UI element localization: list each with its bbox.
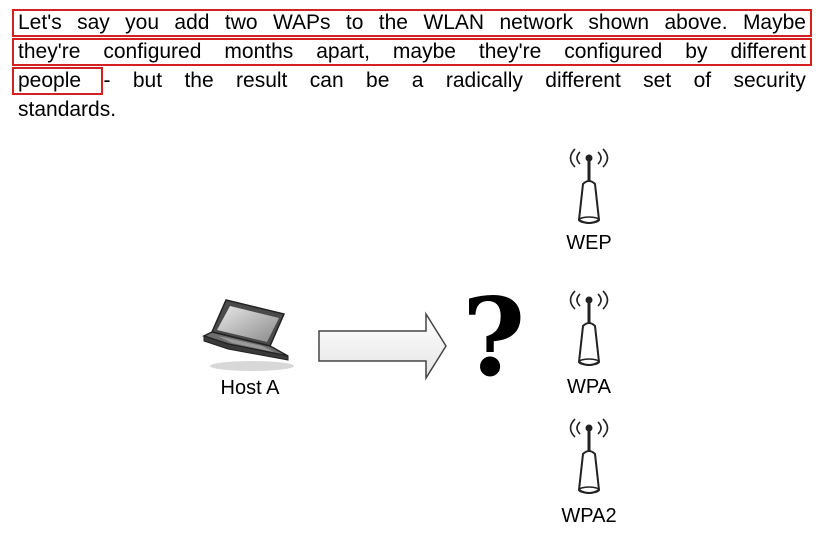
paragraph-word: of [693, 69, 712, 92]
paragraph-word: configured [103, 40, 202, 63]
paragraph-word: - [103, 69, 111, 92]
laptop-icon [202, 299, 294, 371]
paragraph-word: apart, [316, 40, 370, 63]
paragraph-word: say [77, 11, 110, 34]
access-point-label-wpa: WPA [566, 376, 612, 398]
question-mark: ? [462, 275, 526, 401]
highlight-box-line-2 [12, 38, 812, 66]
paragraph-line-4: standards. [18, 98, 117, 121]
paragraph-word: maybe [392, 40, 456, 63]
paragraph-word: network [499, 11, 573, 34]
arrow-icon [318, 311, 447, 381]
paragraph-word: by [685, 40, 708, 63]
paragraph-word: a [411, 69, 424, 92]
paragraph-word: to [345, 11, 364, 34]
paragraph-word: Maybe [742, 11, 806, 34]
paragraph-line-2: they're configured months apart, maybe they'r… [18, 39, 806, 65]
paragraph-word: security [733, 69, 806, 92]
paragraph-word: shown [588, 11, 650, 34]
paragraph-word: radically [445, 69, 523, 92]
paragraph-word: set [643, 69, 672, 92]
paragraph-word: but [132, 69, 163, 92]
access-point-label-wpa2: WPA2 [561, 505, 617, 527]
paragraph-word: the [184, 69, 214, 92]
paragraph-word: WAPs [272, 11, 331, 34]
paragraph-word: months [224, 40, 294, 63]
paragraph-word: they're [18, 40, 81, 63]
paragraph-word: two [224, 11, 258, 34]
paragraph-word: result [236, 69, 288, 92]
paragraph-word: the [378, 11, 408, 34]
paragraph-word: you [125, 11, 160, 34]
paragraph-word: different [730, 40, 806, 63]
paragraph-word: can [309, 69, 344, 92]
paragraph-word: above. [664, 11, 728, 34]
highlight-box-line-1 [12, 9, 812, 37]
paragraph-word: different [545, 69, 621, 92]
access-point-wpa2 [566, 418, 612, 498]
paragraph-word: people [18, 69, 82, 92]
paragraph-word: Let's [18, 11, 62, 34]
access-point-wep [566, 148, 612, 228]
access-point-wpa [566, 290, 612, 370]
host-label: Host A [220, 377, 280, 399]
paragraph-word: add [174, 11, 210, 34]
paragraph-word: be [366, 69, 390, 92]
paragraph-word: configured [564, 40, 663, 63]
paragraph-word: they're [478, 40, 542, 63]
paragraph-word: WLAN [423, 11, 485, 34]
access-point-label-wep: WEP [566, 232, 612, 254]
highlight-box-line-3-people [12, 67, 103, 95]
